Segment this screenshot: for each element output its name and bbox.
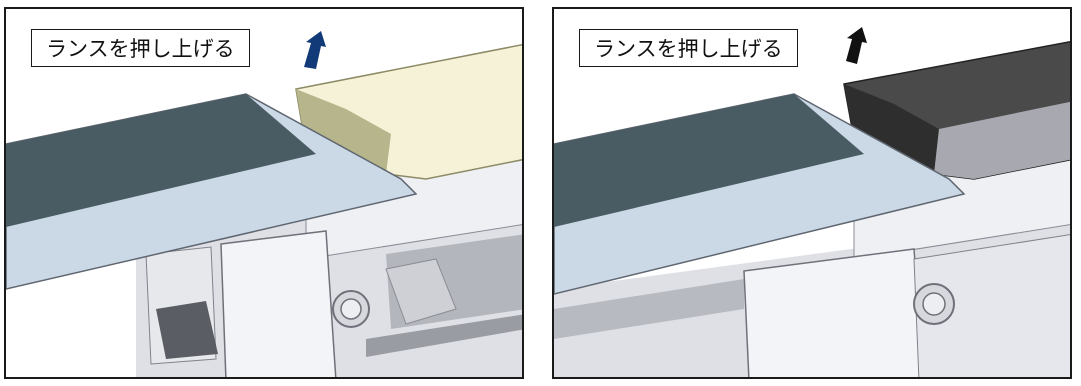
terminal-block [220,230,337,377]
terminal-block [743,248,925,377]
terminal-dark-face [156,301,218,359]
rivet-inner [340,298,362,320]
assembly-drawing-right [554,27,1070,377]
flat-blade-top-face [554,94,864,227]
rivet-inner [922,292,946,316]
panel-left: ランスを押し上げる [4,7,524,379]
flat-blade-top-face [6,94,316,227]
lance-underside [934,101,1070,179]
lance-shade [844,84,939,174]
caption-box: ランスを押し上げる [579,29,798,67]
assembly-drawing-left [6,31,522,377]
housing-rail [554,279,744,339]
latch-arm [385,258,457,325]
up-arrow-icon [846,27,867,64]
up-arrow-icon [304,31,326,69]
housing-rail [366,314,522,357]
panel-right: ランスを押し上げる [552,7,1072,379]
housing-side [913,234,1070,377]
caption-box: ランスを押し上げる [31,29,250,67]
